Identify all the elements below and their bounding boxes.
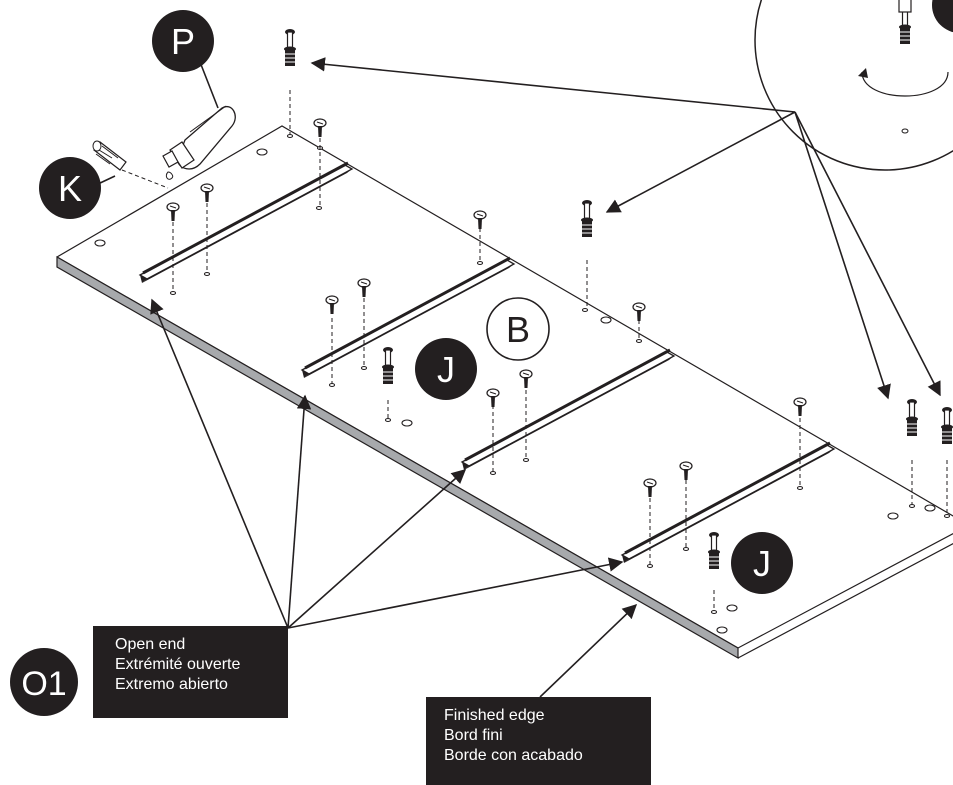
step-badge-o1: O1 [10,648,78,716]
panel-holes [94,133,951,634]
part-badge-b-label: B [506,309,530,350]
cam-bolt [580,199,594,238]
finished-edge-fr: Bord fini [444,727,503,744]
step-badge-o1-label: O1 [21,665,66,703]
cam-bolt [905,398,919,437]
part-badge-j-upper-label: J [437,349,455,390]
wood-dowel-icon [92,140,169,189]
part-badge-p: P [152,10,214,72]
finished-edge-es: Borde con acabado [444,747,583,764]
detail-magnifier [754,0,953,171]
part-badge-j-lower: J [731,532,793,594]
cam-bolt [283,28,297,67]
part-badge-j-lower-label: J [753,543,771,584]
screw [793,397,807,417]
finished-edge-en: Finished edge [444,707,545,724]
finished-edge-callout: Finished edge Bord fini Borde con acabad… [426,697,651,785]
glue-bottle-icon [162,105,236,180]
screw [313,118,327,138]
screw [632,302,646,322]
open-end-fr: Extrémité ouverte [115,656,241,673]
cam-bolt [940,406,953,445]
part-badge-b: B [486,297,550,361]
guide-lines [172,85,948,610]
part-badge-k: K [39,157,101,219]
part-badge-j-upper: J [415,338,477,400]
screw [473,210,487,230]
panel-board [56,125,953,660]
part-badge-p-label: P [171,21,195,62]
magnifier-badge [932,0,953,33]
part-badge-k-label: K [58,168,82,209]
open-end-callout: Open end Extrémité ouverte Extremo abier… [93,626,288,718]
pointer-arrows [97,57,941,698]
open-end-es: Extremo abierto [115,676,228,693]
open-end-en: Open end [115,636,186,653]
